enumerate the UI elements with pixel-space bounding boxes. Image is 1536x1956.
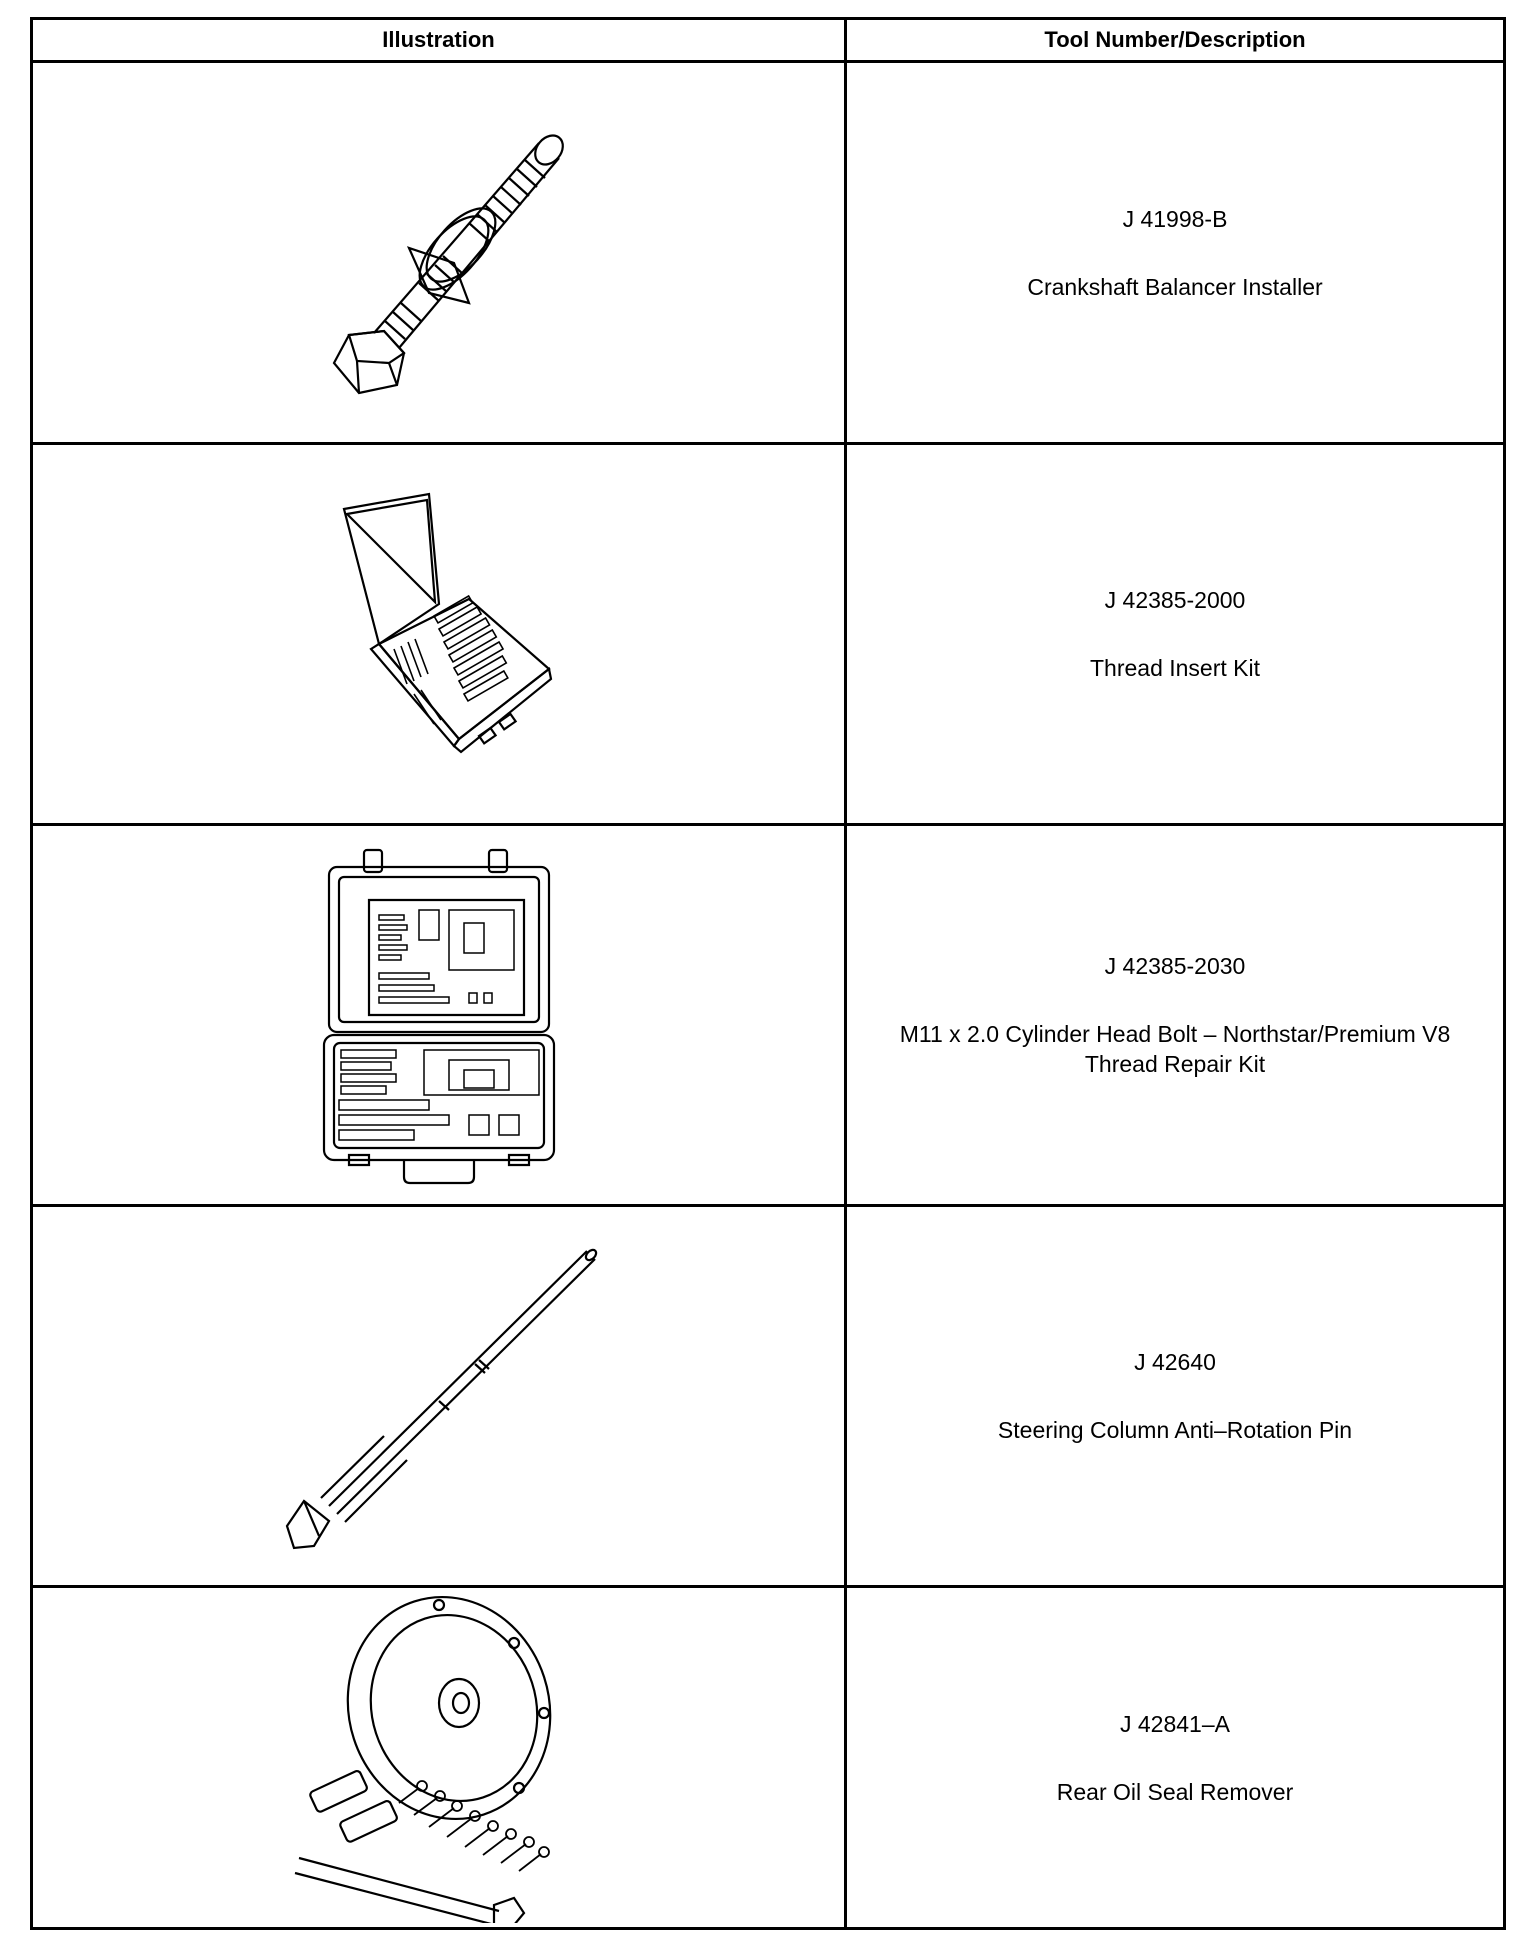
tool-description: Thread Insert Kit — [1089, 655, 1261, 681]
bolt-icon — [289, 103, 589, 403]
seal-remover-icon — [279, 1593, 599, 1923]
tool-description-cell: J 42841–A Rear Oil Seal Remover — [847, 1588, 1503, 1927]
tool-case-open-icon — [319, 484, 559, 784]
table-row: J 41998-B Crankshaft Balancer Installer — [33, 63, 1503, 445]
tool-description-cell: J 42640 Steering Column Anti–Rotation Pi… — [847, 1207, 1503, 1585]
table-header: Illustration Tool Number/Description — [33, 20, 1503, 63]
tool-description-cell: J 42385-2030 M11 x 2.0 Cylinder Head Bol… — [847, 826, 1503, 1204]
tool-number: J 42640 — [1134, 1349, 1216, 1375]
tool-description: M11 x 2.0 Cylinder Head Bolt – Northstar… — [899, 1021, 1451, 1077]
table-row: J 42385-2030 M11 x 2.0 Cylinder Head Bol… — [33, 826, 1503, 1207]
header-tool-description: Tool Number/Description — [1044, 27, 1306, 52]
tool-number: J 42841–A — [1120, 1710, 1230, 1737]
table-row: J 42640 Steering Column Anti–Rotation Pi… — [33, 1207, 1503, 1588]
table-row: J 42385-2000 Thread Insert Kit — [33, 445, 1503, 826]
illustration-cell — [33, 445, 847, 823]
table-row: J 42841–A Rear Oil Seal Remover — [33, 1588, 1503, 1927]
tool-table: Illustration Tool Number/Description — [30, 17, 1506, 1930]
tool-number: J 42385-2030 — [1104, 953, 1246, 979]
illustration-cell — [33, 63, 847, 442]
tool-number: J 41998-B — [1122, 205, 1228, 232]
tool-description: Steering Column Anti–Rotation Pin — [997, 1417, 1353, 1443]
illustration-cell — [33, 1207, 847, 1585]
tool-number: J 42385-2000 — [1104, 587, 1246, 613]
tool-description: Rear Oil Seal Remover — [1056, 1778, 1294, 1805]
tool-description-cell: J 41998-B Crankshaft Balancer Installer — [847, 63, 1503, 442]
illustration-cell — [33, 826, 847, 1204]
illustration-cell — [33, 1588, 847, 1927]
pin-icon — [269, 1236, 609, 1556]
tool-case-icon — [309, 845, 569, 1185]
tool-description-cell: J 42385-2000 Thread Insert Kit — [847, 445, 1503, 823]
header-illustration: Illustration — [33, 20, 847, 60]
tool-description: Crankshaft Balancer Installer — [1027, 273, 1323, 300]
